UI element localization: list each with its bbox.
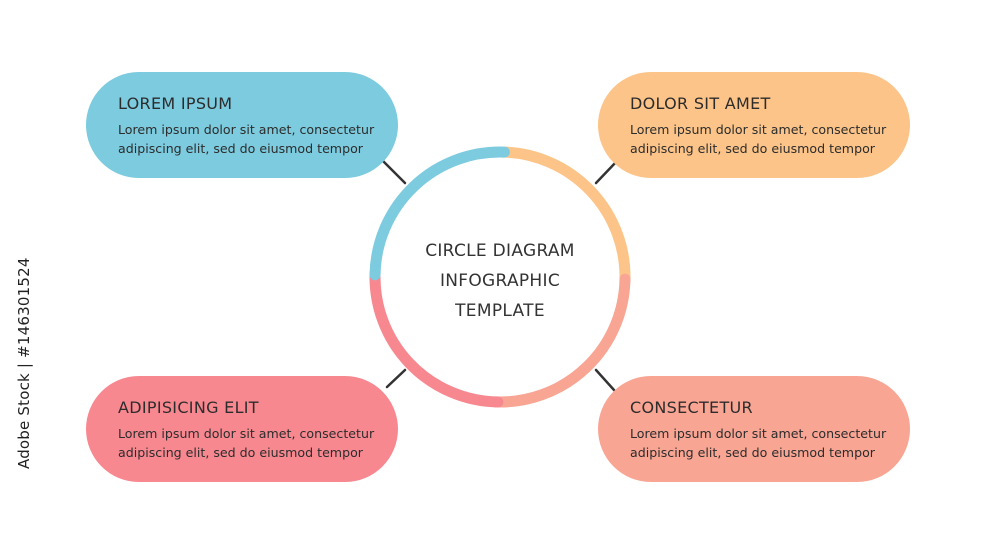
connector-top-left	[381, 159, 407, 185]
card-text-line: Lorem ipsum dolor sit amet, consectetur	[118, 426, 375, 441]
circle-ring	[369, 146, 631, 408]
center-title: CIRCLE DIAGRAM INFOGRAPHIC TEMPLATE	[400, 236, 600, 326]
card-title: CONSECTETUR	[630, 398, 753, 417]
stock-watermark: Adobe Stock | #146301524	[15, 257, 33, 469]
card-text-line: Lorem ipsum dolor sit amet, consectetur	[630, 426, 887, 441]
card-text: Lorem ipsum dolor sit amet, consectetur …	[630, 120, 890, 158]
connector-bottom-left	[385, 368, 407, 389]
card-text: Lorem ipsum dolor sit amet, consectetur …	[118, 424, 378, 462]
card-text-line: adipiscing elit, sed do eiusmod tempor	[630, 445, 875, 460]
center-title-line: INFOGRAPHIC	[439, 271, 561, 291]
card-text: Lorem ipsum dolor sit amet, consectetur …	[118, 120, 378, 158]
card-lorem-ipsum: LOREM IPSUM Lorem ipsum dolor sit amet, …	[86, 72, 398, 178]
card-text: Lorem ipsum dolor sit amet, consectetur …	[630, 424, 890, 462]
card-text-line: adipiscing elit, sed do eiusmod tempor	[118, 141, 363, 156]
card-text-line: adipiscing elit, sed do eiusmod tempor	[630, 141, 875, 156]
card-text-line: adipiscing elit, sed do eiusmod tempor	[118, 445, 363, 460]
card-text-line: Lorem ipsum dolor sit amet, consectetur	[630, 122, 887, 137]
card-consectetur: CONSECTETUR Lorem ipsum dolor sit amet, …	[598, 376, 910, 482]
card-adipisicing-elit: ADIPISICING ELIT Lorem ipsum dolor sit a…	[86, 376, 398, 482]
card-title: LOREM IPSUM	[118, 94, 233, 113]
card-title: ADIPISICING ELIT	[118, 398, 259, 417]
card-text-line: Lorem ipsum dolor sit amet, consectetur	[118, 122, 375, 137]
card-dolor-sit-amet: DOLOR SIT AMET Lorem ipsum dolor sit ame…	[598, 72, 910, 178]
card-title: DOLOR SIT AMET	[630, 94, 771, 113]
ring-segment-consectetur	[490, 273, 631, 408]
center-title-line: TEMPLATE	[455, 301, 545, 321]
center-title-line: CIRCLE DIAGRAM	[425, 241, 575, 261]
connector-top-right	[594, 159, 619, 185]
ring-segment-dolor-sit-amet	[496, 146, 631, 287]
ring-segment-adipisicing-elit	[369, 267, 504, 408]
connector-bottom-right	[594, 368, 616, 392]
ring-segment-lorem-ipsum	[369, 146, 510, 281]
